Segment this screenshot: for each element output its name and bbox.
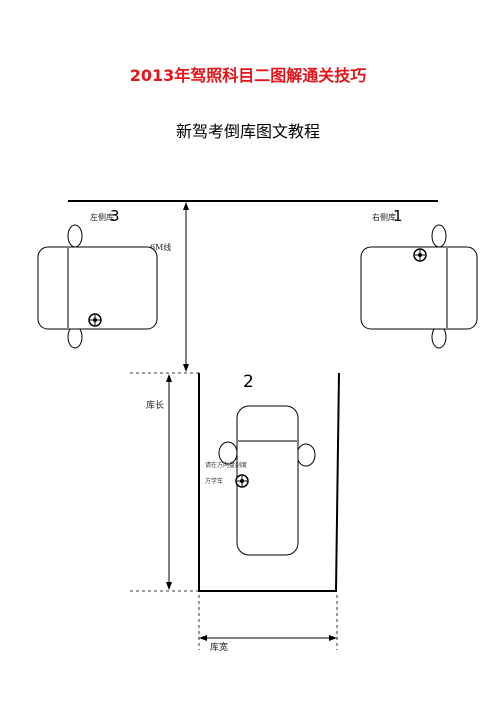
garage-length-arrow-head-bottom (166, 582, 172, 590)
left-car (37, 224, 158, 349)
page-subtitle: 新驾考倒库图文教程 (175, 122, 320, 141)
steering-wheel-icon (235, 474, 249, 488)
center-car-wheel-right (296, 443, 316, 467)
steering-wheel-icon (88, 313, 102, 327)
garage-length-label: 库长 (146, 399, 164, 411)
left-car-wheel-top (67, 224, 83, 248)
left-position-number: 3 (110, 207, 120, 225)
six-meter-arrow-head-bottom (183, 364, 189, 372)
center-car-wheel-left (218, 441, 238, 465)
garage-width-label: 库宽 (210, 641, 228, 653)
right-position-number: 1 (393, 207, 403, 225)
center-position-number: 2 (243, 372, 254, 392)
garage-right-wall (335, 372, 340, 592)
right-car (360, 224, 478, 349)
right-car-wheel-top (431, 224, 447, 248)
page-title: 2013年驾照科目二图解通关技巧 (129, 66, 367, 85)
garage (198, 372, 340, 592)
garage-width-arrow-head-right (329, 635, 337, 641)
center-car-note-line1: 请在方向盘刻度 (205, 461, 247, 469)
six-meter-line-label: 6M线 (150, 242, 171, 252)
center-car-note-line2: 方学车 (205, 477, 223, 485)
center-car (218, 405, 316, 556)
garage-width-arrow-head-left (199, 635, 207, 641)
six-meter-arrow-head-top (183, 202, 189, 210)
garage-length-arrow-head-top (166, 374, 172, 382)
steering-wheel-icon (413, 248, 427, 262)
left-position-label: 左侧库 (90, 212, 114, 222)
right-position-label: 右侧库 (372, 212, 396, 222)
right-car-body (360, 246, 478, 330)
